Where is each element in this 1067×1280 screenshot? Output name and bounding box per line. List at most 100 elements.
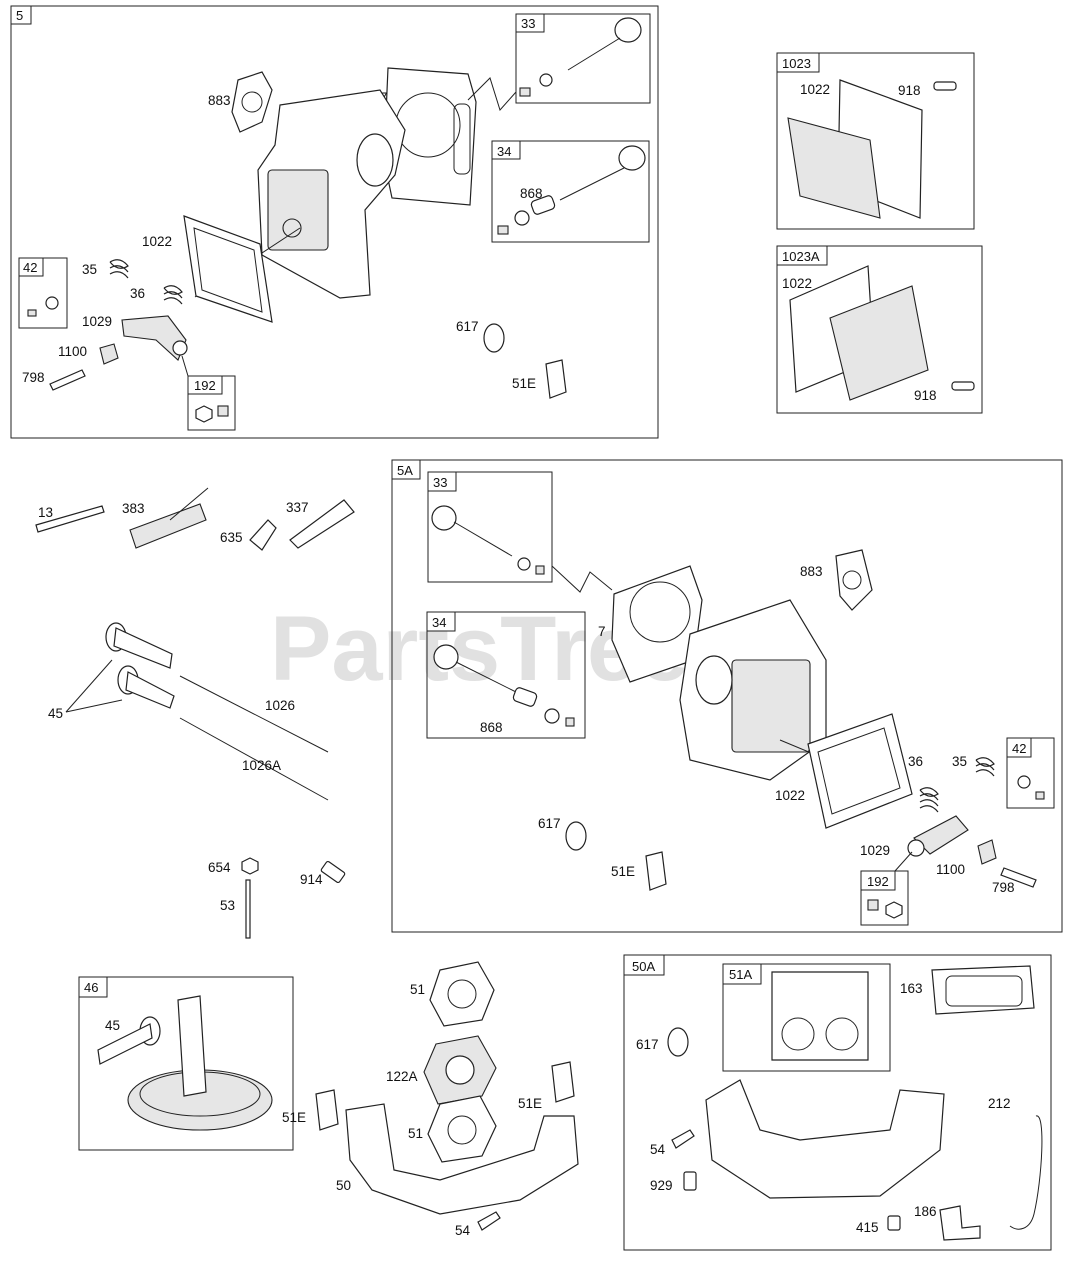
exhaust-gasket-883: [231, 71, 273, 133]
label-1023-918: 918: [898, 83, 921, 98]
label-35: 35: [82, 262, 97, 277]
exhaust-valve-5a: [431, 505, 457, 531]
fitting-186: [939, 1205, 981, 1241]
intake-keeper-5a: [565, 717, 575, 727]
tappet-lower: [117, 665, 175, 709]
valve-rotator: [539, 73, 553, 87]
group-46: 46 45: [78, 976, 294, 1151]
gasket-51e-right: [551, 1061, 575, 1103]
label-46-45: 45: [105, 1018, 120, 1033]
seal-5a: [1017, 775, 1031, 789]
group-1023-frame: [776, 52, 975, 230]
label-5a-7: 7: [598, 624, 606, 639]
exhaust-manifold-50: [345, 1103, 579, 1215]
gasket-51-top-hole: [447, 979, 477, 1009]
label-53: 53: [220, 898, 235, 913]
push-rod-1026: [179, 675, 329, 753]
gasket-51-lower-hole: [447, 1115, 477, 1145]
label-914: 914: [300, 872, 323, 887]
label-1023-1022: 1022: [800, 82, 830, 97]
group-5-tag: [10, 5, 32, 25]
label-212: 212: [988, 1096, 1011, 1111]
box-42-label: 42: [23, 260, 37, 275]
box-33-label: 33: [521, 16, 535, 31]
push-rod-1026a: [179, 717, 329, 801]
label-51e: 51E: [512, 376, 536, 391]
exhaust-manifold-50a: [705, 1079, 945, 1199]
label-1023a-918: 918: [914, 388, 937, 403]
spacer-122a-hole: [445, 1055, 475, 1085]
keeper-5a-42: [1035, 791, 1045, 800]
leader-5a-33: [551, 565, 613, 593]
label-5a-51e: 51E: [611, 864, 635, 879]
keeper-5a: [535, 565, 545, 575]
label-5a-1029: 1029: [860, 843, 890, 858]
box-34-tag: [491, 140, 521, 160]
valve-stem: [567, 37, 621, 71]
gasket-51a-port-2: [825, 1017, 859, 1051]
setscrew: [217, 405, 229, 417]
label-1026: 1026: [265, 698, 295, 713]
bolt-54-50a: [671, 1129, 695, 1149]
valve-spring-36: [163, 285, 183, 305]
label-5a-35: 35: [952, 754, 967, 769]
label-5a-883: 883: [800, 564, 823, 579]
group-50a-tag: [623, 954, 665, 976]
box-51a: [722, 963, 891, 1072]
label-186: 186: [914, 1204, 937, 1219]
group-5a-frame: [391, 459, 1063, 933]
intake-keeper: [497, 225, 509, 235]
label-5a-36: 36: [908, 754, 923, 769]
label-635: 635: [220, 530, 243, 545]
intake-valve-head: [618, 145, 646, 171]
leader-45b: [65, 699, 123, 713]
intake-valve-stem: [559, 167, 625, 201]
box-5a-33: [427, 471, 553, 583]
group-5a-tag: [391, 459, 421, 480]
rotator-5a: [517, 557, 531, 571]
label-1026a: 1026A: [242, 758, 281, 773]
gasket-inner: [193, 227, 263, 313]
box-5a-34-label: 34: [432, 615, 446, 630]
group-50a: 50A 51A 163 617 212 54 929 415 186: [623, 954, 1052, 1251]
valve-stem-5a: [453, 521, 513, 557]
gasket-883-5a: [835, 549, 873, 611]
label-45: 45: [48, 706, 63, 721]
label-5a-1100: 1100: [936, 862, 965, 877]
box-5a-34: [426, 611, 586, 739]
o-ring-617: [483, 323, 505, 353]
gasket-1022-5a: [807, 713, 913, 829]
gasket-hole: [241, 91, 263, 113]
bolt-54: [477, 1211, 501, 1231]
stud-53: [245, 879, 251, 939]
group-1023a: 1023A 1022 918: [776, 245, 983, 414]
gasket-51e: [545, 359, 567, 399]
label-5a-798: 798: [992, 880, 1015, 895]
group-5: 5 883 7 1022 35 36 1029: [10, 5, 659, 439]
box-5a-42-label: 42: [1012, 741, 1026, 756]
tool-handle: [169, 487, 209, 521]
intake-stem-5a: [455, 661, 517, 693]
gasket-51-lower: [427, 1095, 497, 1163]
label-122a: 122A: [386, 1069, 418, 1084]
spark-plug-337: [289, 499, 355, 549]
box-42-tag: [18, 257, 44, 277]
intake-rotator: [514, 210, 530, 226]
gasket-163-inner: [945, 975, 1023, 1007]
exhaust-port: [356, 133, 394, 187]
breather-tube-918: [933, 81, 957, 91]
group-46-label: 46: [84, 980, 98, 995]
valve-stem-seal: [530, 195, 556, 215]
label-51-top: 51: [410, 982, 425, 997]
label-337: 337: [286, 500, 309, 515]
group-1023a-label: 1023A: [782, 249, 820, 264]
loose-parts: 13 383 635 337 45 1026 1026A 654 914 53: [35, 487, 355, 939]
bolt-798-5a: [1000, 867, 1037, 888]
intake-valve-5a: [433, 644, 459, 670]
label-883: 883: [208, 93, 231, 108]
label-5a-617: 617: [538, 816, 561, 831]
keeper: [519, 87, 531, 97]
box-34-label: 34: [497, 144, 511, 159]
port-5a: [695, 655, 733, 705]
